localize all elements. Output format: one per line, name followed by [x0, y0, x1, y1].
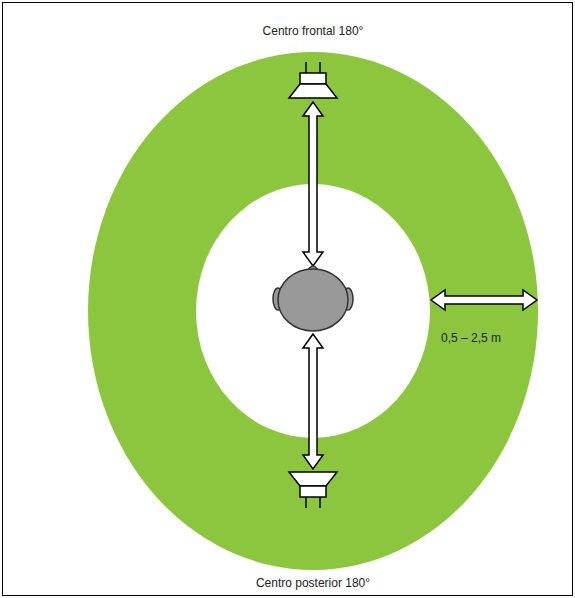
frame: [3, 3, 573, 596]
front-speaker-label: Centro frontal 180°: [263, 24, 364, 38]
distance-dimension: 0,5 – 2,5 m: [441, 331, 501, 345]
double-arrow: [431, 290, 537, 310]
double-arrow: [303, 334, 323, 469]
distance-ring: [88, 52, 538, 570]
front-speaker: [289, 62, 337, 98]
double-arrow: [303, 102, 323, 266]
listener-head: [273, 266, 353, 331]
rear-speaker-label: Centro posterior 180°: [256, 576, 370, 590]
rear-speaker: [289, 472, 337, 508]
